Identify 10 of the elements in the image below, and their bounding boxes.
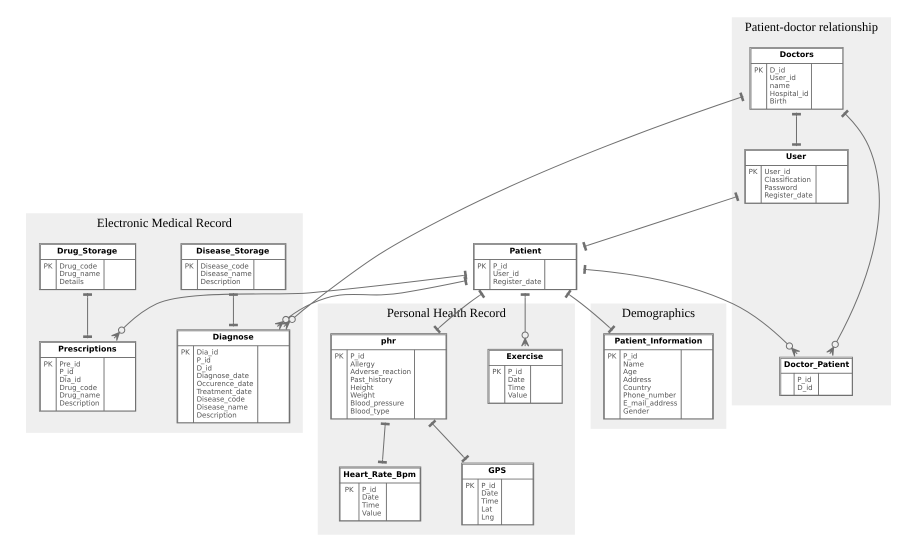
connector [792, 112, 801, 146]
connector [826, 110, 880, 356]
connector [583, 264, 800, 357]
connector [111, 270, 468, 342]
connector [582, 192, 740, 251]
connector [378, 422, 390, 464]
connector [428, 420, 470, 463]
connector [433, 290, 486, 334]
connector [564, 290, 616, 334]
connector [520, 293, 530, 347]
